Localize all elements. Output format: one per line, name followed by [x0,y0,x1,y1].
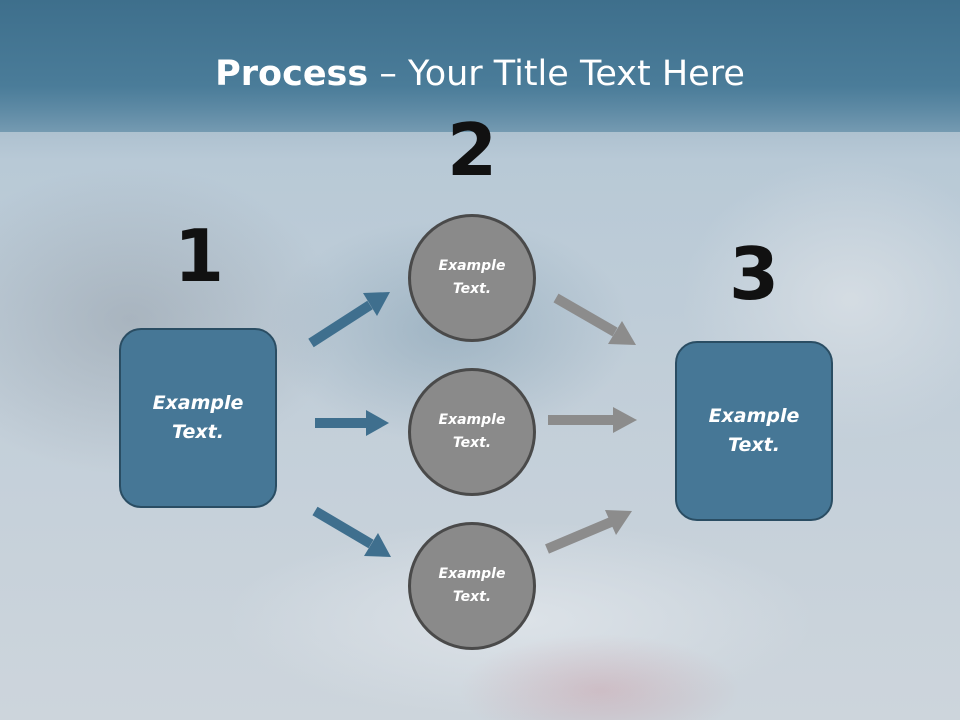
arrow-from-top-circle [553,293,636,345]
step-number-2: 2 [446,108,498,192]
step-number-3: 3 [728,232,780,316]
step-number-1: 1 [173,214,225,298]
arrow-to-middle-circle [315,410,389,436]
circle-middle: Example Text. [408,368,536,496]
arrow-from-middle-circle [548,407,637,433]
circle-bottom: Example Text. [408,522,536,650]
right-box: Example Text. [675,341,833,521]
title-rest: – Your Title Text Here [368,54,745,94]
circle-top: Example Text. [408,214,536,342]
slide-title: Process – Your Title Text Here [0,50,960,98]
arrow-to-top-circle [308,292,390,348]
arrow-from-bottom-circle [545,510,632,554]
title-bold: Process [215,54,369,94]
title-band [0,0,960,132]
arrow-to-bottom-circle [312,506,391,557]
left-box: Example Text. [119,328,277,508]
